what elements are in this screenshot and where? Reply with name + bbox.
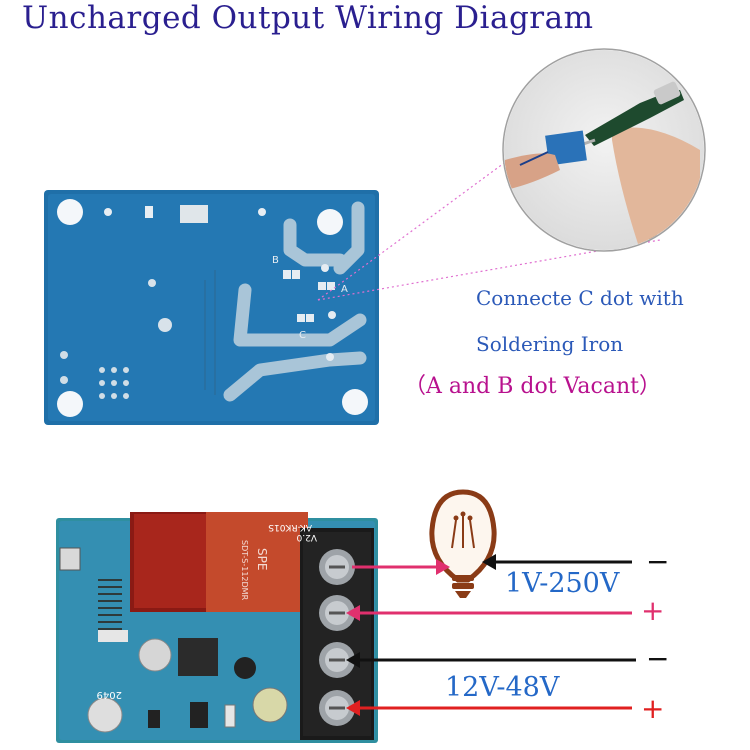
mounting-hole — [317, 209, 343, 235]
pcb-component-view — [56, 512, 378, 743]
wires — [352, 560, 636, 710]
pcb-back-view — [44, 190, 379, 425]
instruction-line-3: （A and B dot Vacant） — [404, 374, 661, 399]
pad-label-b: B — [272, 255, 279, 266]
mounting-hole — [57, 199, 83, 225]
relay-model: SDT-S-112DMR — [240, 540, 249, 601]
supply-plus-sign: + — [641, 692, 665, 725]
screw-terminal-icon — [319, 549, 355, 726]
mounting-hole — [57, 391, 83, 417]
diagram-title: Uncharged Output Wiring Diagram — [22, 0, 594, 36]
board-batch-code: 2049 — [97, 689, 122, 700]
board-version: V2.0 — [296, 532, 317, 542]
relay-brand: SPE — [255, 548, 269, 570]
load-voltage-label: 1V-250V — [505, 568, 620, 599]
load-plus-sign: + — [641, 594, 665, 627]
soldering-iron-photo — [502, 48, 706, 252]
light-bulb-icon — [429, 489, 497, 598]
load-minus-sign: − — [646, 545, 670, 578]
instruction-line-2: Soldering Iron — [476, 332, 624, 356]
callout-lines — [317, 154, 661, 301]
supply-voltage-label: 12V-48V — [445, 672, 560, 703]
module-code: AK-RK01S — [268, 522, 312, 532]
pad-label-a: A — [341, 284, 348, 295]
pad-label-c: C — [299, 330, 306, 341]
wire-arrowheads — [346, 554, 496, 716]
supply-minus-sign: − — [646, 642, 670, 675]
mounting-hole — [342, 389, 368, 415]
instruction-line-1: Connecte C dot with — [476, 286, 684, 310]
